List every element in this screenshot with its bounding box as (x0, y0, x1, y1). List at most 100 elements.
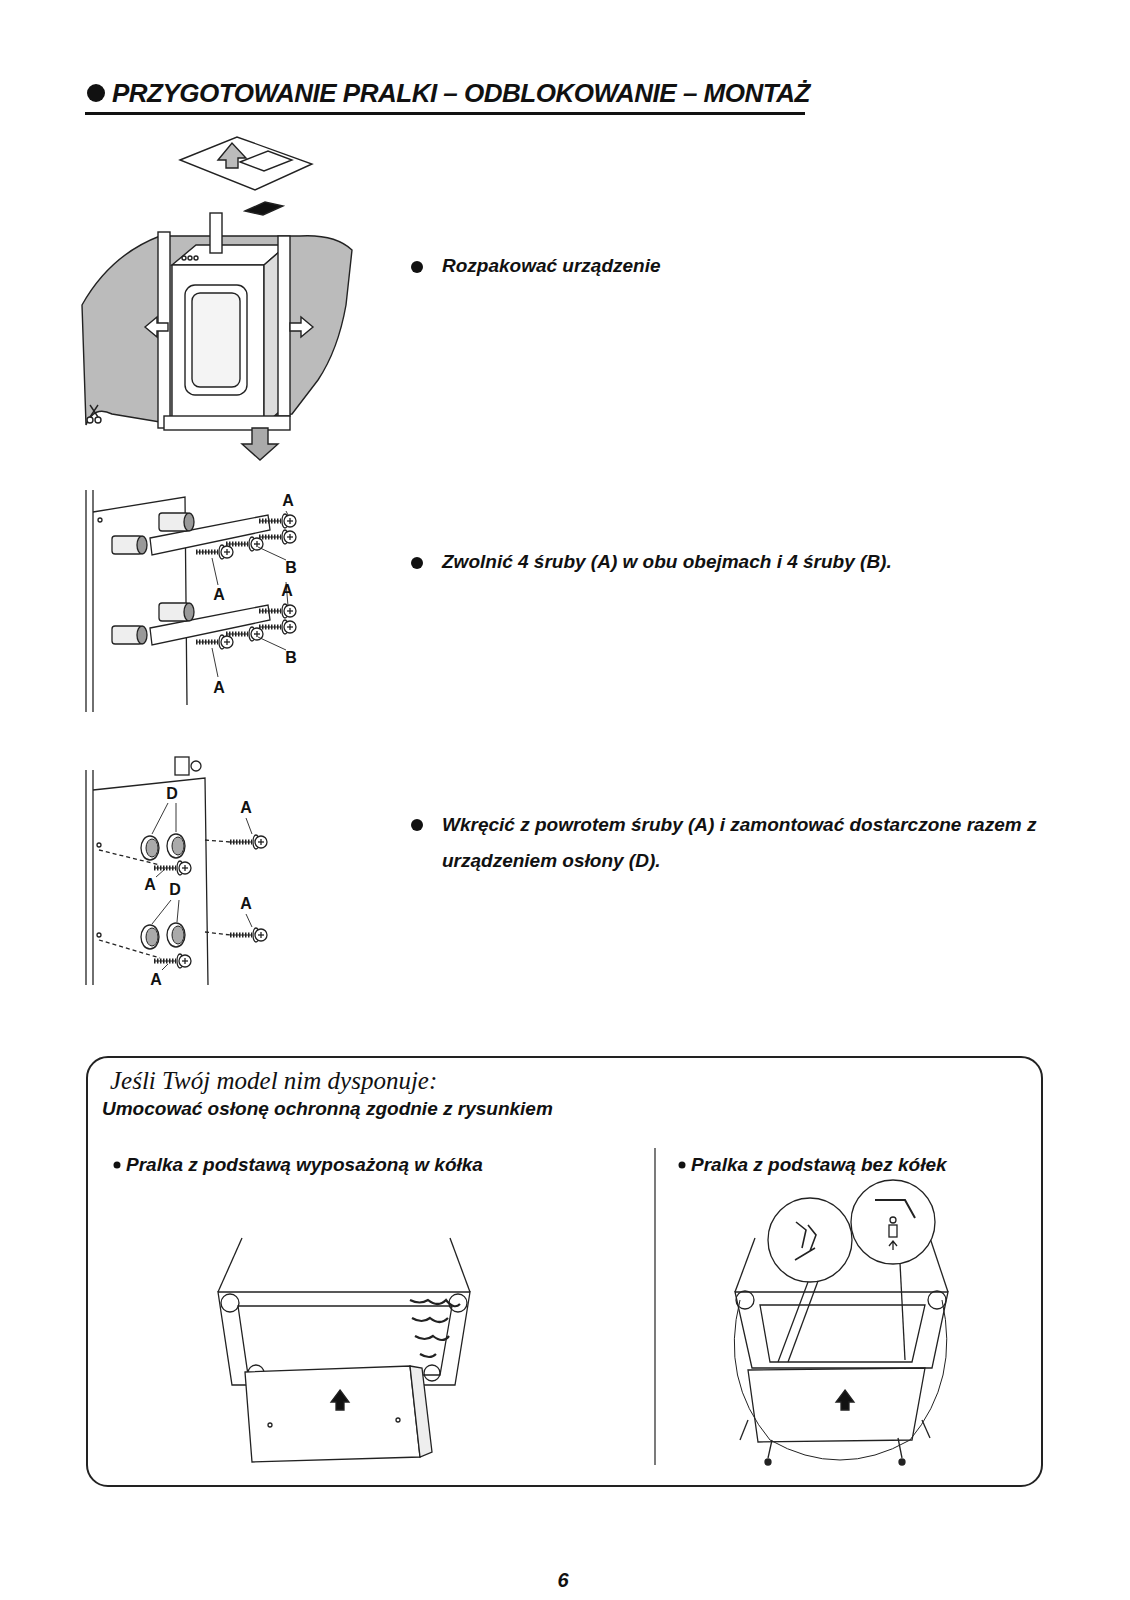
illustration-part (162, 964, 168, 970)
illustration-part (141, 836, 159, 860)
illustration-part (734, 1300, 946, 1460)
callout-letter: A (150, 970, 162, 989)
illustration-part (152, 900, 171, 924)
divider (654, 1148, 655, 1465)
illustration-part (240, 151, 292, 171)
illustration-part (268, 1423, 272, 1427)
bullet (411, 557, 423, 569)
illustration-part (196, 635, 233, 649)
callout-letter: A (240, 894, 252, 913)
illustration-part (245, 1366, 420, 1462)
callout-letter: A (281, 581, 293, 600)
illustration-part (286, 511, 288, 515)
illustration-part (145, 317, 168, 337)
bullet (679, 1162, 686, 1169)
illustration-part (99, 850, 160, 865)
illustration-part (180, 137, 312, 190)
illustration-part (167, 923, 185, 947)
illustration-part (205, 932, 230, 935)
illustration-part (93, 778, 208, 985)
illustration-part (450, 1238, 470, 1292)
illustration-part (177, 900, 179, 922)
illustration-part (396, 1418, 400, 1422)
illustration-part (795, 1222, 816, 1260)
illustration-part (112, 626, 147, 644)
illustration-part (185, 285, 247, 395)
callout-letter: A (144, 875, 156, 894)
illustration-part (258, 547, 286, 560)
illustration-part (98, 518, 102, 522)
illustration-part (410, 1300, 460, 1357)
illustration-part (176, 803, 177, 832)
illustration-part (768, 1440, 772, 1458)
illustration-part (97, 933, 101, 937)
illustration-part (900, 1263, 905, 1360)
bullet (411, 261, 423, 273)
title-bullet (87, 84, 105, 102)
illustration-part (851, 1180, 935, 1264)
illustration-part (278, 236, 290, 416)
illustration-part (898, 1438, 902, 1458)
callout-letter: B (285, 648, 297, 667)
illustration-part (90, 405, 98, 417)
callout-letter: D (169, 880, 181, 899)
illustration-part (141, 925, 159, 949)
illustration-part (449, 1294, 467, 1312)
box-heading: Jeśli Twój model nim dysponuje: (110, 1066, 437, 1096)
callout-letter: D (166, 784, 178, 803)
illustration-part (735, 1238, 755, 1292)
callout-letter: A (213, 585, 225, 604)
page-number: 6 (557, 1568, 568, 1592)
illustration-part (152, 803, 168, 834)
box-instruction: Umocować osłonę ochronną zgodnie z rysun… (102, 1098, 553, 1121)
illustration-part (230, 928, 267, 942)
unpacking-figure (82, 137, 352, 460)
base-without-wheels-figure (734, 1180, 948, 1465)
illustration-part (82, 236, 352, 425)
illustration-part (194, 256, 198, 260)
illustration-part (890, 1217, 896, 1223)
transport-bracket-figure (86, 490, 296, 712)
illustration-part (90, 405, 98, 417)
illustration-part (259, 514, 296, 528)
illustration-part (212, 648, 218, 677)
illustration-part (97, 843, 101, 847)
illustration-part (259, 530, 296, 544)
illustration-part (218, 1238, 242, 1292)
illustration-part (92, 770, 93, 985)
illustration-part (164, 416, 290, 430)
illustration-part (152, 803, 252, 970)
illustration-part (205, 840, 230, 842)
illustration-part (238, 1306, 452, 1375)
illustration-part (112, 536, 147, 554)
illustration-part (159, 513, 194, 531)
illustration-part (92, 490, 93, 712)
callout-letter: A (213, 678, 225, 697)
illustration-part (424, 1365, 440, 1381)
instruction: Zwolnić 4 śruby (A) w obu obejmach i 4 ś… (442, 551, 892, 574)
illustration-part (735, 1292, 948, 1368)
illustration-part (899, 1459, 905, 1465)
illustration-part (192, 293, 240, 387)
illustration-part (768, 1198, 852, 1282)
cover-cap-figure (86, 757, 267, 985)
illustration-part (930, 1238, 948, 1292)
illustration-part (210, 213, 222, 253)
illustration-part (760, 1305, 925, 1362)
option-heading: Pralka z podstawą bez kółek (691, 1154, 947, 1177)
illustration-part (191, 761, 201, 771)
illustration-part (889, 1225, 897, 1237)
illustration-part (159, 603, 194, 621)
illustration-part (259, 604, 296, 618)
illustration-part (85, 770, 86, 985)
illustration-part (212, 558, 218, 585)
illustration-part (765, 1459, 771, 1465)
illustration-part (221, 1294, 239, 1312)
illustration-part (889, 1241, 897, 1250)
title-underline (85, 112, 805, 115)
illustration-part (748, 1368, 925, 1442)
illustration-part (410, 1366, 432, 1457)
illustration-part (95, 417, 101, 423)
illustration-part (836, 1390, 854, 1410)
